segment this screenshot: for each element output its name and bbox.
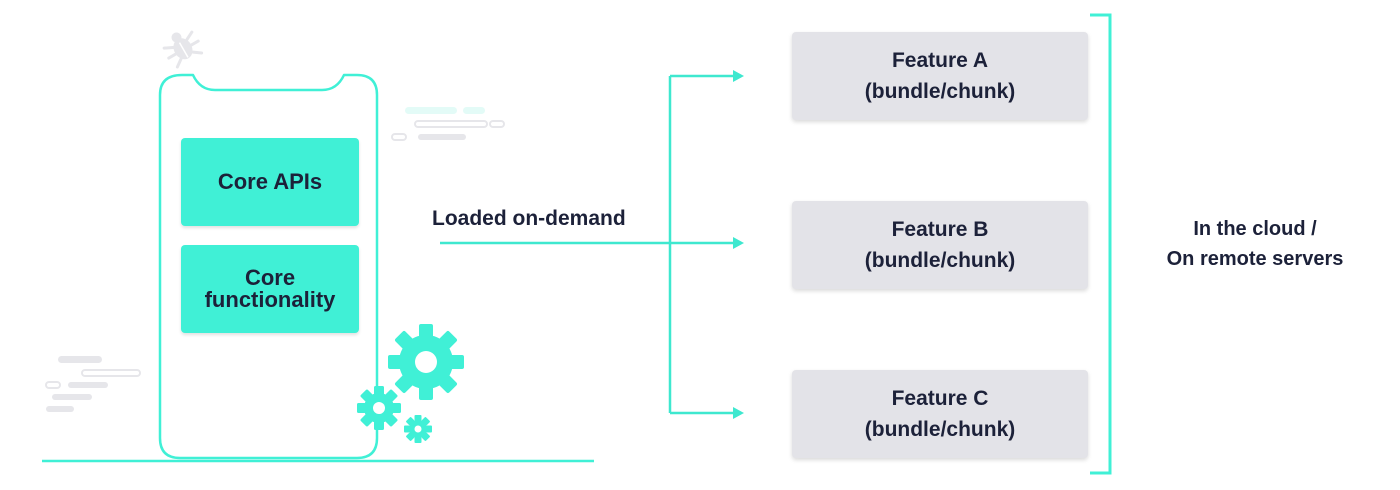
feature-sub: (bundle/chunk) [864,249,1016,272]
feature-a-box: Feature A (bundle/chunk) [792,32,1088,120]
feature-b-box: Feature B (bundle/chunk) [792,201,1088,289]
arrow-heads [733,70,744,419]
decor-lines-top [391,107,505,141]
cloud-label: In the cloud / On remote servers [1140,214,1370,274]
feature-name: Feature A [891,49,989,72]
core-functionality-label: Core functionality [204,265,336,312]
cloud-bracket [1090,13,1112,475]
feature-name: Feature C [891,387,989,410]
core-functionality-box: Core functionality [181,245,359,333]
feature-sub: (bundle/chunk) [864,418,1016,441]
feature-name: Feature B [891,218,989,241]
bug-icon [162,30,204,69]
gear-icon [357,324,464,443]
loaded-on-demand-label: Loaded on-demand [432,207,626,230]
core-apis-label: Core APIs [217,169,323,194]
feature-sub: (bundle/chunk) [864,80,1016,103]
cloud-label-line-2: On remote servers [1166,248,1344,270]
feature-c-box: Feature C (bundle/chunk) [792,370,1088,458]
connector-lines [440,74,740,415]
decor-lines-left [45,356,141,412]
cloud-label-line-1: In the cloud / [1193,218,1317,240]
phone-outline [158,73,379,460]
core-apis-box: Core APIs [181,138,359,226]
